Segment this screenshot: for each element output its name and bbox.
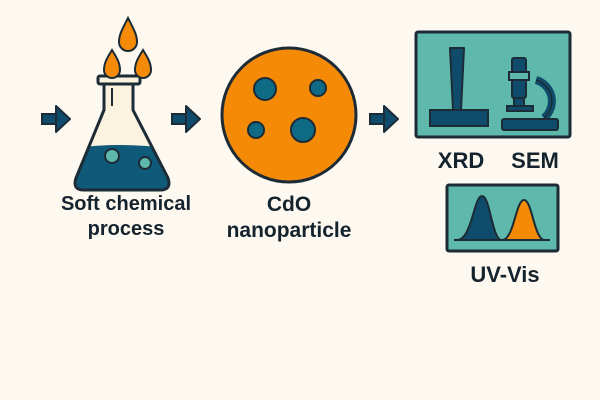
xrd-label: XRD [437, 148, 485, 173]
flask-icon [73, 74, 171, 192]
process-label-line-1: Soft chemical [60, 193, 192, 215]
sem-label: SEM [511, 148, 559, 173]
process-label: Soft chemical process [48, 192, 204, 242]
drop-icon [133, 48, 153, 79]
uvvis-panel [445, 183, 560, 253]
arrow-right-icon [171, 105, 201, 133]
drop-icon [102, 48, 122, 79]
xrd-icon [429, 47, 489, 127]
nanoparticle-label-line-2: nanoparticle [226, 219, 352, 243]
uvvis-label: UV-Vis [470, 262, 540, 287]
nanoparticle-icon [220, 46, 358, 184]
process-label-line-2: process [87, 218, 165, 240]
nanoparticle-label-line-1: CdO [266, 193, 312, 216]
drop-icon [117, 15, 139, 52]
spectrum-icon [454, 195, 550, 241]
microscope-icon [501, 57, 559, 131]
arrow-right-icon [369, 105, 399, 133]
arrow-right-icon [41, 105, 71, 133]
nanoparticle-label: CdO nanoparticle [214, 192, 364, 245]
